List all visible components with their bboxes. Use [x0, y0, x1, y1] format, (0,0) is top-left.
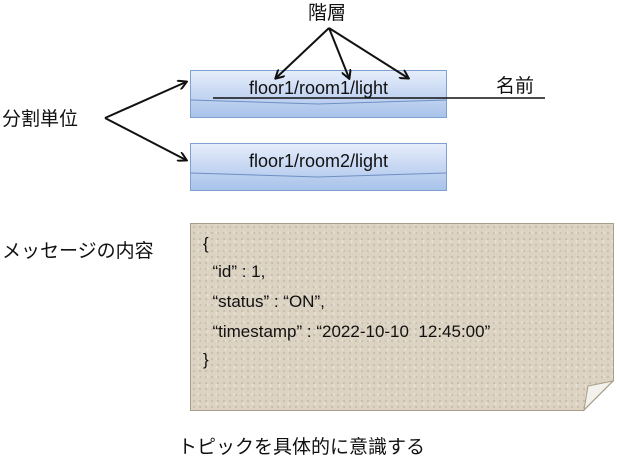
division-arrow-upper: [104, 82, 186, 119]
division-unit-label: 分割単位: [2, 108, 79, 130]
note-corner-edge: [583, 380, 614, 411]
topic-wave-room1: [190, 99, 447, 105]
topic-text-room2: floor1/room2/light: [248, 151, 389, 171]
topic-box-room1: floor1/room1/light: [190, 70, 447, 118]
message-line-2: “id” : 1,: [203, 262, 266, 281]
topic-box-room2: floor1/room2/light: [190, 143, 447, 191]
message-note: { “id” : 1, “status” : “ON”, “timestamp”…: [190, 223, 614, 411]
message-line-5: }: [203, 350, 209, 369]
division-arrow-lower: [104, 117, 186, 160]
caption-label: トピックを具体的に意識する: [178, 436, 426, 458]
name-label: 名前: [496, 75, 535, 97]
topic-text-room1: floor1/room1/light: [248, 78, 389, 98]
hierarchy-arrow-left: [276, 27, 330, 78]
topic-wave-room2: [190, 172, 447, 178]
hierarchy-arrow-middle: [328, 27, 349, 78]
message-line-1: {: [203, 234, 209, 253]
hierarchy-label: 階層: [308, 2, 347, 24]
hierarchy-arrow-right: [328, 27, 408, 78]
message-line-3: “status” : “ON”,: [203, 292, 325, 311]
message-line-4: “timestamp” : “2022-10-10 12:45:00”: [203, 322, 491, 341]
message-content-label: メッセージの内容: [2, 240, 154, 262]
